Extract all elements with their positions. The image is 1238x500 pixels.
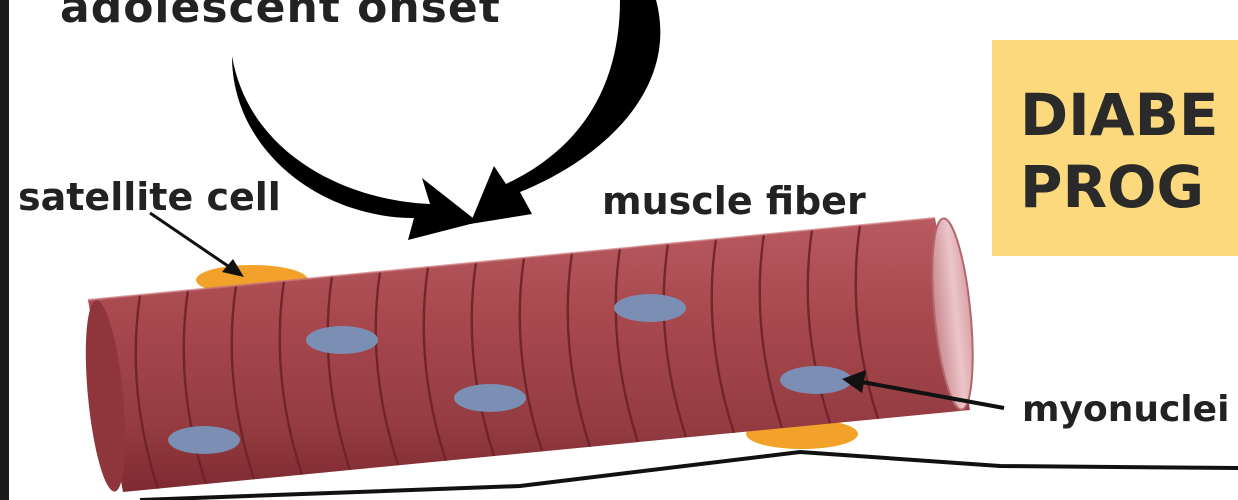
nucleus — [306, 326, 378, 354]
nucleus — [614, 294, 686, 322]
title-line-2: PROG — [1020, 158, 1204, 216]
title-line-1: DIABE — [1020, 86, 1218, 144]
title-box: DIABE PROG — [992, 40, 1238, 256]
nucleus — [168, 426, 240, 454]
satellite-pointer-arrow — [150, 213, 244, 277]
muscle-fiber-label: muscle fiber — [602, 182, 866, 220]
nucleus — [454, 384, 526, 412]
satellite-cell-label: satellite cell — [18, 178, 281, 216]
myonuclei-label: myonuclei — [1022, 392, 1229, 428]
nucleus — [780, 366, 852, 394]
adolescent-onset-label: adolescent onset — [60, 0, 501, 30]
